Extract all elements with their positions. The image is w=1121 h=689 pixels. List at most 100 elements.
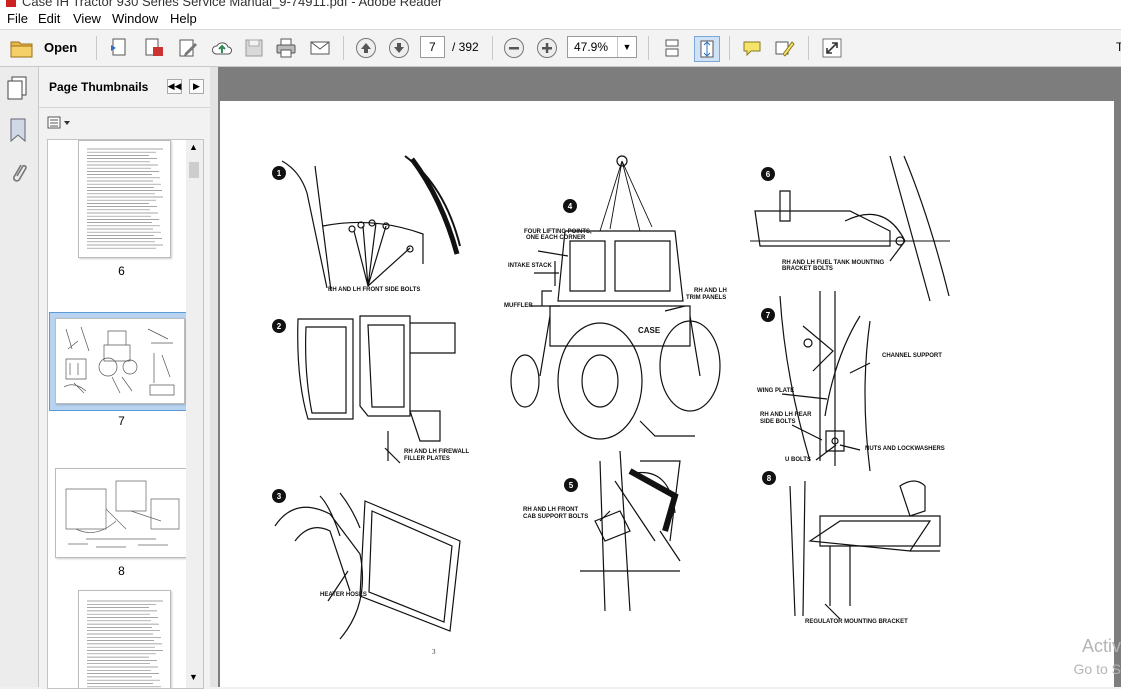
text-page-preview [87,148,163,249]
pages-icon [7,76,27,100]
thumbnail-label: 8 [118,564,125,578]
callout-label: TRIM PANELS [686,295,726,301]
scroll-up-icon[interactable]: ▲ [189,142,198,152]
cloud-upload-icon [212,42,232,55]
full-screen-button[interactable] [820,36,844,60]
menu-window[interactable]: Window [112,11,159,26]
next-page-button[interactable] [387,36,411,60]
comment-button[interactable] [740,36,764,60]
minus-circle-icon [504,38,524,58]
edit-pdf-button[interactable] [176,36,200,60]
arrow-down-circle-icon [389,38,409,58]
thumbnail-list: 6 7 [47,139,196,689]
print-button[interactable] [274,36,298,60]
double-chevron-left-icon: ◀◀ [167,81,182,91]
callout-label: BRACKET BOLTS [782,266,833,272]
export-pdf-button[interactable] [142,36,166,60]
options-menu-button[interactable] [47,115,73,131]
plus-circle-icon [537,38,557,58]
menu-edit[interactable]: Edit [38,11,61,26]
toolbar: Open 7 / 392 47.9% ▼ [0,30,1121,67]
arrow-up-circle-icon [356,38,376,58]
activation-watermark: Activ [1081,636,1121,656]
zoom-value: 47.9% [574,40,609,54]
page-total: / 392 [452,40,479,54]
thumbnail-label: 6 [118,264,125,278]
zoom-select[interactable]: 47.9% ▼ [567,36,637,58]
export-pdf-icon [145,38,163,56]
scrolling-mode-button[interactable] [660,36,684,60]
scrollbar-thumb[interactable] [189,162,199,178]
fit-page-button[interactable] [694,36,720,62]
menu-help[interactable]: Help [170,11,197,26]
thumbnail-page-8[interactable] [55,468,188,558]
tools-pane-edge: T [1116,40,1121,54]
thumbnail-scrollbar[interactable]: ▲ ▼ [186,139,204,689]
case-logo: CASE [638,326,661,335]
chevron-right-icon: ▶ [193,81,200,91]
page-thumbnails-tab[interactable] [6,75,30,101]
page-thumbnails-panel: Page Thumbnails ◀◀ ▶ 6 [39,67,211,689]
thumbnail-label: 7 [118,414,125,428]
page-number-input[interactable]: 7 [420,36,445,58]
email-button[interactable] [308,36,332,60]
page-number: 3 [432,648,436,656]
table-page-preview [87,600,163,688]
page-scroll-icon [665,39,679,57]
collapse-panel-button[interactable]: ◀◀ [167,79,182,94]
printer-icon [276,38,296,58]
previous-page-button[interactable] [354,36,378,60]
figure-number: 6 [766,170,771,179]
figure-number: 4 [568,202,573,211]
callout-label: FOUR LIFTING POINTS, [524,229,592,235]
menu-bar: File Edit View Window Help [0,9,1121,30]
thumbnail-page-9[interactable] [78,590,171,688]
create-pdf-button[interactable] [108,36,132,60]
chevron-down-icon[interactable]: ▼ [617,37,636,57]
toolbar-separator [808,36,809,60]
callout-label: REGULATOR MOUNTING BRACKET [805,619,908,625]
folder-icon [10,41,33,58]
figure-number: 3 [277,492,282,501]
callout-label: RH AND LH FUEL TANK MOUNTING [782,260,885,266]
attachments-tab[interactable] [8,160,28,186]
thumbnail-page-7[interactable] [55,318,185,404]
toolbar-separator [729,36,730,60]
panel-header: Page Thumbnails ◀◀ ▶ [39,67,210,108]
callout-label: INTAKE STACK [508,263,552,269]
create-pdf-icon [111,38,126,56]
diagram-page-preview [63,326,175,396]
callout-label: U BOLTS [785,457,811,463]
edit-pdf-icon [179,39,197,57]
toolbar-separator [492,36,493,60]
bookmark-icon [10,118,26,143]
callout-label: CHANNEL SUPPORT [882,353,942,359]
window-title: Case IH Tractor 930 Series Service Manua… [22,0,443,9]
document-viewer[interactable]: 1 2 3 4 5 6 7 8 RH AND LH FRONT SIDE BOL… [218,67,1121,687]
bookmarks-tab[interactable] [8,117,28,143]
zoom-out-button[interactable] [502,36,526,60]
panel-splitter[interactable] [210,67,218,687]
open-label: Open [44,40,78,55]
figure-number: 1 [277,169,282,178]
highlight-button[interactable] [773,36,797,60]
save-button[interactable] [242,36,266,60]
menu-view[interactable]: View [73,11,101,26]
pdf-page: 1 2 3 4 5 6 7 8 RH AND LH FRONT SIDE BOL… [220,101,1114,687]
toolbar-separator [96,36,97,60]
expand-panel-button[interactable]: ▶ [189,79,204,94]
upload-button[interactable] [210,36,234,60]
open-button[interactable]: Open [8,35,84,61]
zoom-in-button[interactable] [535,36,559,60]
thumbnail-page-6[interactable] [78,140,171,258]
scroll-down-icon[interactable]: ▼ [189,672,198,682]
highlighter-icon [775,41,795,57]
callout-label: RH AND LH FIREWALL [404,449,469,455]
paperclip-icon [13,164,27,182]
callout-label: MUFFLER [504,303,533,309]
callout-label: HEATER HOSES [320,592,367,598]
figure-number: 7 [766,311,771,320]
callout-label: FILLER PLATES [404,456,450,462]
menu-file[interactable]: File [7,11,28,26]
activation-watermark-subtext: Go to S [1073,661,1121,677]
